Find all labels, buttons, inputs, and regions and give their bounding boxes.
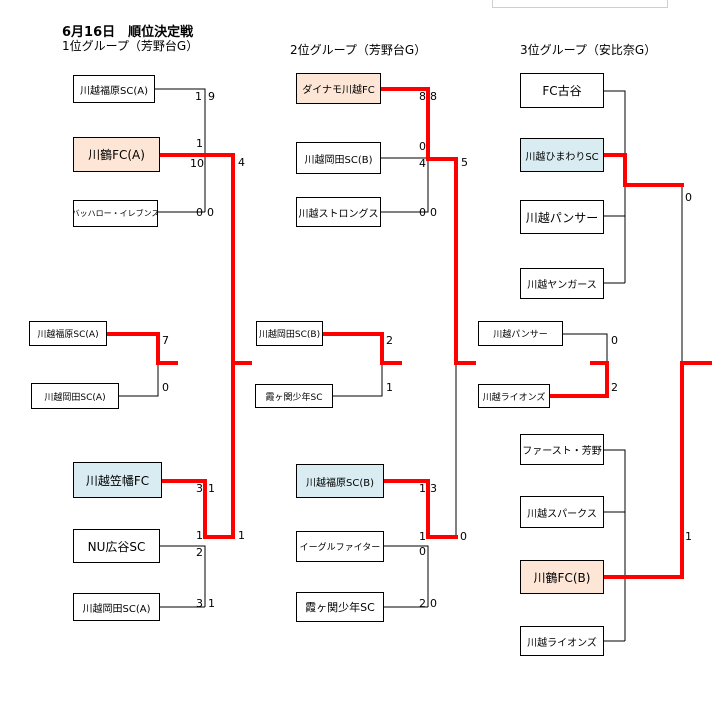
score: 0 [419, 545, 426, 558]
bracket-line [563, 333, 608, 364]
page-title: 6月16日 順位決定戦 [62, 25, 194, 40]
team-box: ファースト・芳野 [520, 434, 604, 465]
winner-line [602, 361, 712, 579]
score: 1 [419, 482, 426, 495]
team-box: 川越ヤンガース [520, 268, 604, 299]
team-box: 霞ヶ関少年SC [255, 384, 333, 408]
team-box: 川越ストロングス [296, 197, 381, 227]
score: 1 [386, 381, 393, 394]
team-box: 川越ひまわりSC [520, 138, 604, 172]
team-box: 川越福原SC(B) [296, 464, 384, 498]
score: 0 [419, 206, 426, 219]
score: 5 [461, 156, 468, 169]
score: 0 [430, 206, 437, 219]
team-box: 川越岡田SC(B) [296, 142, 381, 174]
winner-line [160, 361, 235, 539]
team-box: イーグルファイター [296, 531, 384, 562]
bracket-line [384, 545, 429, 608]
score: 0 [460, 530, 467, 543]
team-box: 川越岡田SC(A) [73, 593, 160, 621]
score: 10 [190, 157, 204, 170]
score: 0 [207, 206, 214, 219]
group2-header: 2位グループ（芳野台G） [290, 43, 427, 57]
team-box: 川越福原SC(A) [29, 321, 107, 346]
score: 1 [208, 597, 215, 610]
score: 9 [208, 90, 215, 103]
bracket-line [160, 545, 206, 608]
score: 1 [685, 530, 692, 543]
team-box: 川越笠幡FC [73, 462, 162, 498]
team-box: NU広谷SC [73, 529, 160, 563]
score: 8 [430, 90, 437, 103]
team-box: ダイナモ川越FC [296, 73, 381, 104]
score: 1 [196, 529, 203, 542]
winner-line [321, 332, 402, 365]
score: 1 [195, 90, 202, 103]
score: 3 [430, 482, 437, 495]
score: 4 [238, 156, 245, 169]
score: 2 [196, 546, 203, 559]
team-box: 川越岡田SC(B) [256, 321, 323, 346]
score: 1 [238, 529, 245, 542]
winner-line [548, 361, 609, 398]
score: 7 [162, 334, 169, 347]
score: 0 [419, 140, 426, 153]
score: 0 [196, 206, 203, 219]
bracket-line [455, 159, 474, 537]
bracket-line [155, 88, 233, 213]
score: 0 [430, 597, 437, 610]
score: 3 [196, 482, 203, 495]
score: 1 [419, 530, 426, 543]
score: 1 [208, 482, 215, 495]
team-box: 川越福原SC(A) [73, 75, 155, 103]
team-box: 川越ライオンズ [478, 384, 550, 408]
group1-header: 1位グループ（芳野台G） [62, 39, 199, 53]
group3-header: 3位グループ（安比奈G） [520, 43, 657, 57]
team-box: FC古谷 [520, 73, 604, 108]
score: 0 [611, 334, 618, 347]
team-box: バッハロー・イレブンス [73, 200, 158, 227]
score: 4 [419, 157, 426, 170]
score: 1 [196, 137, 203, 150]
score: 0 [162, 381, 169, 394]
team-box: 川越岡田SC(A) [31, 383, 119, 409]
winner-line [382, 479, 458, 539]
bracket-line [604, 449, 682, 642]
team-box: 霞ヶ関少年SC [296, 592, 384, 622]
winner-line [602, 153, 684, 187]
winner-line [379, 87, 476, 365]
team-box: 川越パンサー [520, 200, 604, 234]
top-frame [492, 0, 668, 8]
bracket-line [604, 90, 682, 284]
team-box: 川越スパークス [520, 496, 604, 528]
team-box: 川鶴FC(A) [73, 137, 160, 172]
score: 2 [386, 334, 393, 347]
team-box: 川鶴FC(B) [520, 560, 604, 594]
winner-line [105, 332, 178, 365]
team-box: 川越ライオンズ [520, 626, 604, 656]
score: 3 [196, 597, 203, 610]
team-box: 川越パンサー [478, 321, 563, 346]
score: 8 [419, 90, 426, 103]
score: 2 [419, 597, 426, 610]
score: 2 [611, 381, 618, 394]
winner-line [158, 153, 252, 365]
score: 0 [685, 191, 692, 204]
